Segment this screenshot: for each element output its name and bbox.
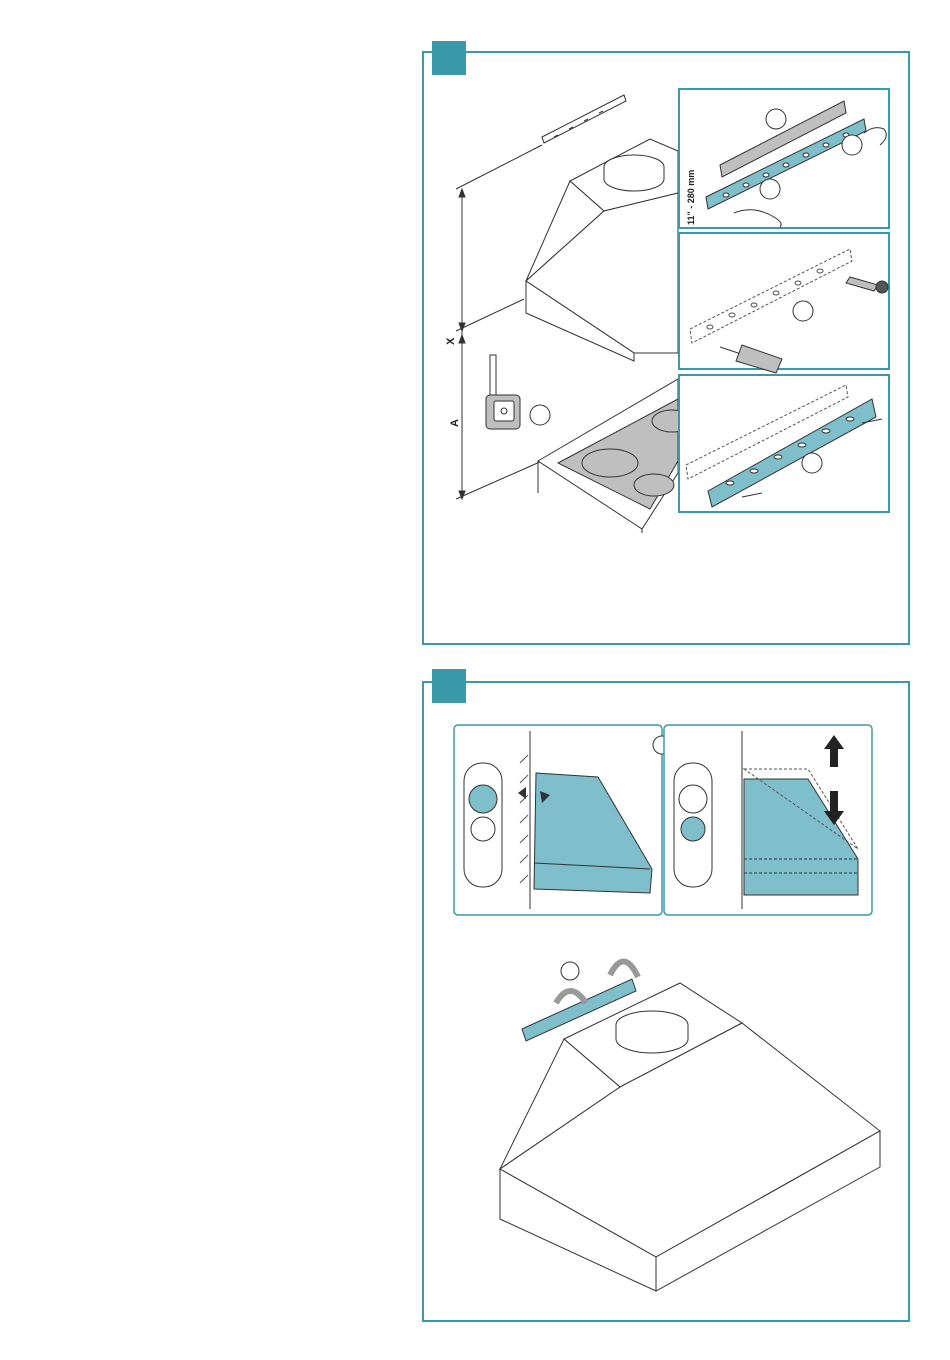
range-hood-illustration [500, 961, 880, 1291]
inset-level-bracket: 11" - 280 mm [679, 89, 889, 228]
height-label-a: A [449, 419, 461, 427]
dimension-lines [456, 145, 542, 499]
inset-height-adjust [664, 725, 872, 915]
step-1-illustration: X A [424, 53, 912, 647]
range-hood-illustration [526, 139, 678, 361]
step-2-illustration [424, 683, 912, 1324]
step-1-panel: X A [422, 51, 910, 645]
step-2-panel [422, 681, 910, 1322]
height-label-x: X [445, 337, 457, 345]
inset-mount-bracket [679, 375, 889, 512]
wall-bracket-icon [542, 95, 626, 143]
spirit-level-icon [766, 109, 786, 129]
measuring-tape-icon [486, 355, 550, 429]
inset-hook-engage [454, 725, 671, 915]
cooktop-illustration [538, 379, 692, 533]
inset-drill-holes [679, 233, 889, 373]
dimension-text: 11" - 280 mm [686, 170, 696, 225]
